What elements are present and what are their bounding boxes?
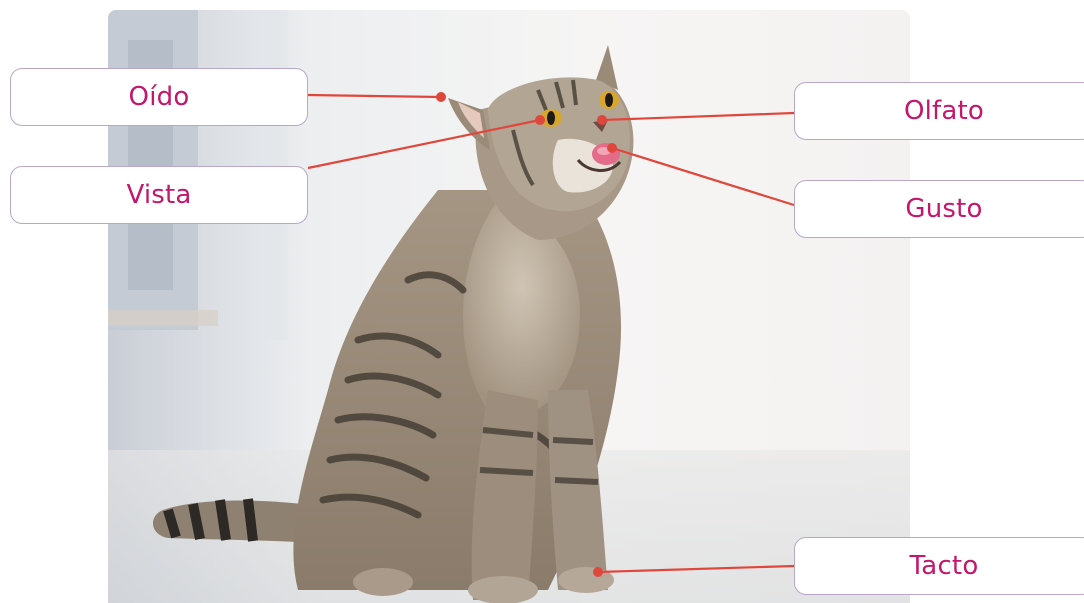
label-tacto: Tacto	[794, 537, 1084, 595]
label-vista: Vista	[10, 166, 308, 224]
label-gusto: Gusto	[794, 180, 1084, 238]
label-oido: Oído	[10, 68, 308, 126]
label-olfato: Olfato	[794, 82, 1084, 140]
